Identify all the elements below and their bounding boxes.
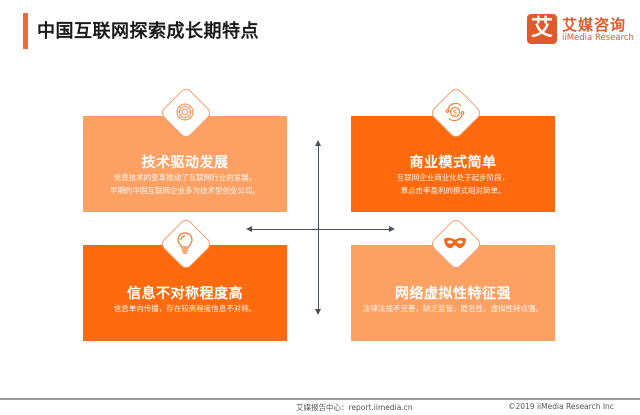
card-title: 信息不对称程度高 <box>127 286 243 302</box>
logo-mark: 艾 <box>527 14 557 44</box>
arrow-left-icon <box>246 226 252 232</box>
footer-copyright: ©2019 iiMedia Research Inc <box>508 402 614 411</box>
logo-name-en: iiMedia Research <box>562 33 634 43</box>
arrow-down-icon <box>315 309 321 315</box>
gear-icon <box>176 103 194 121</box>
footer-divider <box>0 398 640 400</box>
arrow-right-icon <box>389 226 395 232</box>
horizontal-axis <box>250 229 391 231</box>
vertical-axis <box>318 144 320 311</box>
card-description-line-1: 信息技术的变革推动了互联网行业的发展， <box>113 173 257 182</box>
title-accent-bar <box>23 13 28 49</box>
lightbulb-icon <box>177 232 193 254</box>
dollar-cycle-icon: $ <box>445 102 465 122</box>
card-description-line-1: 法律法规不完善，缺乏监管，匿名性、虚拟性特点强。 <box>363 304 543 313</box>
card-description-line-2: 早期的中国互联网企业多为技术型创业公司。 <box>110 186 260 195</box>
card-description-line-2: 靠点击率盈利的模式相对简单。 <box>400 186 506 195</box>
card-title: 商业模式简单 <box>409 155 497 171</box>
card-description-line-1: 互联网企业商业化处于起步阶段， <box>396 173 510 182</box>
card-title: 技术驱动发展 <box>141 155 229 171</box>
card-title: 网络虚拟性特征强 <box>395 286 511 302</box>
page-title: 中国互联网探索成长期特点 <box>37 21 259 42</box>
footer-source: 艾媒报告中心：report.iimedia.cn <box>296 403 413 412</box>
logo-name-cn: 艾媒咨询 <box>562 16 627 34</box>
svg-text:$: $ <box>453 109 457 117</box>
arrow-up-icon <box>315 140 321 146</box>
card-description-line-1: 信息单向传播，存在较高程度信息不对称。 <box>113 304 257 313</box>
mask-icon <box>444 237 466 249</box>
